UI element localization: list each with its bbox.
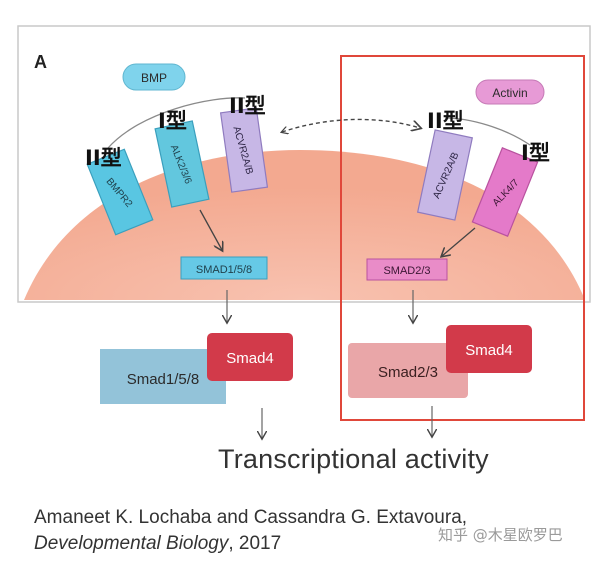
type-i-right-label: I型 (521, 141, 550, 165)
watermark: 知乎 @木星欧罗巴 (438, 526, 563, 544)
acvr2ab-left-receptor: ACVR2A/B (219, 107, 269, 193)
smad158-membrane-label: SMAD1/5/8 (196, 264, 252, 276)
activin-highlight-box (340, 55, 585, 421)
smad23-complex-box (348, 343, 468, 398)
activin-tether (444, 117, 531, 146)
type-i-left-label: I型 (158, 109, 187, 133)
panel-label: A (34, 52, 47, 72)
alk236-receptor: ALK2/3/6 (154, 120, 210, 208)
smad4-left-box (207, 333, 293, 381)
smad4-right-label: Smad4 (465, 342, 513, 359)
type-ii-left-label: II型 (85, 146, 122, 170)
alk47-to-smad23-arrow (442, 227, 476, 256)
bmp-label: BMP (141, 71, 167, 85)
transcriptional-activity-label: Transcriptional activity (218, 444, 489, 474)
citation-year: , 2017 (228, 533, 282, 554)
bmpr2-receptor: BMPR2 (86, 148, 154, 236)
citation: Amaneet K. Lochaba and Cassandra G. Exta… (34, 505, 467, 557)
alk-to-smad158-arrow (199, 209, 222, 250)
crosstalk-arrow (281, 118, 420, 133)
smad4-right-box (446, 325, 532, 373)
smad158-complex-box (100, 349, 226, 404)
activin-label: Activin (492, 86, 527, 100)
smad4-left-label: Smad4 (226, 350, 274, 367)
smad23-complex-label: Smad2/3 (378, 364, 438, 381)
smad158-complex-label: Smad1/5/8 (127, 371, 200, 388)
citation-authors: Amaneet K. Lochaba and Cassandra G. Exta… (34, 507, 468, 528)
acvr2ab-right-receptor: ACVR2A/B (416, 129, 474, 221)
alk47-receptor: ALK4/7 (471, 147, 539, 237)
type-ii-right-label: II型 (427, 109, 464, 133)
smad158-membrane-box (180, 256, 268, 280)
activin-ligand (475, 79, 545, 105)
bmp-tether (107, 97, 246, 149)
type-ii-top-label: II型 (229, 94, 266, 118)
smad23-membrane-box (366, 258, 448, 281)
citation-journal: Developmental Biology (34, 533, 229, 554)
bmp-ligand (122, 63, 186, 91)
smad23-membrane-label: SMAD2/3 (383, 265, 430, 277)
